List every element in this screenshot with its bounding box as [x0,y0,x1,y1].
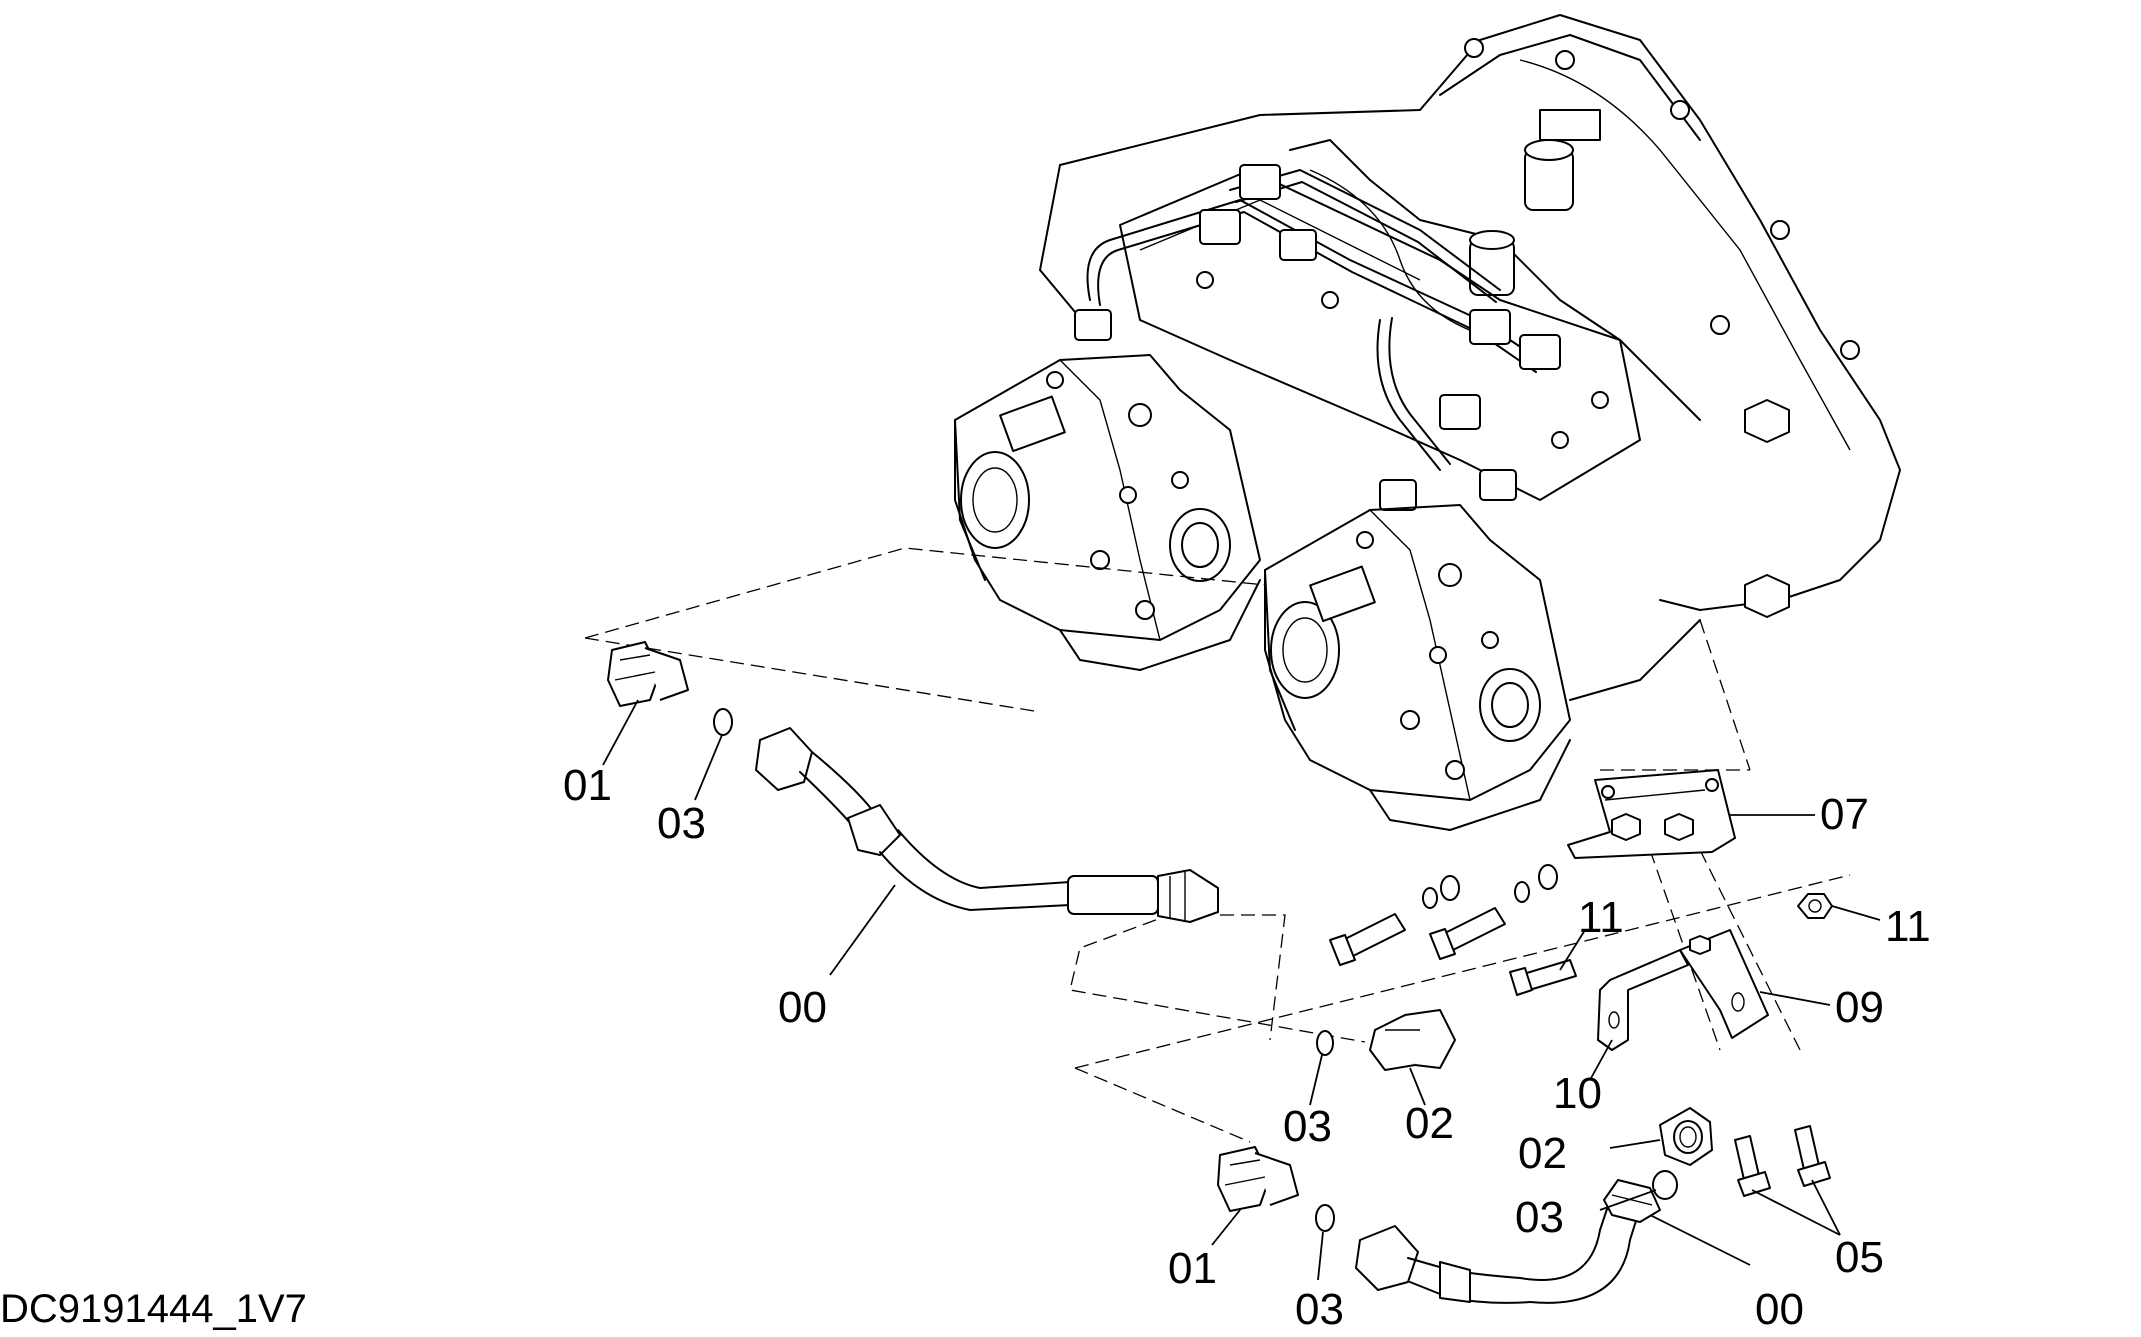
left-hose-00[interactable] [755,727,1219,923]
lower-hose-assembly [1217,1146,1661,1304]
label-bolt-11-upper: 11 [1578,893,1624,942]
label-left-fitting-01: 01 [563,761,612,810]
bolts-05[interactable] [1734,1125,1831,1197]
lower-oring-03[interactable] [1315,1204,1335,1232]
hydraulic-pump-assembly [954,14,1901,831]
lower-adapter-group [1652,1107,1831,1200]
assembly-phantom-lines [584,547,1851,1143]
middle-adapter-group [1316,1009,1456,1071]
part-labels: 01 03 00 07 11 11 09 10 03 02 02 03 05 0… [563,761,1931,1334]
left-fitting-01[interactable] [607,641,689,707]
label-lower-oring-03: 03 [1295,1285,1344,1334]
label-mid-oring-03: 03 [1283,1102,1332,1151]
label-lower-oring-03-right: 03 [1515,1193,1564,1242]
bracket-09[interactable] [1679,929,1769,1039]
bracket-09-10-assembly [1509,893,1833,1051]
bracket-10[interactable] [1597,949,1689,1051]
label-mid-adapter-02: 02 [1405,1099,1454,1148]
label-bolts-05: 05 [1835,1233,1884,1282]
bracket-07-assembly [1329,769,1736,966]
nut-11-right[interactable] [1797,893,1833,919]
label-bracket-07: 07 [1820,790,1869,839]
lower-oring-03-right[interactable] [1652,1170,1678,1200]
left-oring-03[interactable] [713,708,733,736]
label-bracket-09: 09 [1835,983,1884,1032]
mid-oring-03[interactable] [1316,1030,1334,1056]
label-lower-hose-00: 00 [1755,1285,1804,1334]
label-lower-adapter-02: 02 [1518,1129,1567,1178]
label-left-hose-00: 00 [778,983,827,1032]
label-nut-11-right: 11 [1885,902,1931,951]
leader-lines [602,699,1881,1281]
bolt-11-upper[interactable] [1509,959,1577,996]
lower-adapter-02[interactable] [1659,1107,1713,1166]
lower-fitting-01[interactable] [1217,1146,1299,1212]
mid-adapter-02[interactable] [1369,1009,1456,1071]
drawing-id: DC9191444_1V7 [0,1287,307,1331]
lower-hose-00[interactable] [1355,1179,1661,1304]
left-hose-assembly [607,641,1219,923]
label-left-oring-03: 03 [657,799,706,848]
label-lower-fitting-01: 01 [1168,1244,1217,1293]
label-bracket-10: 10 [1553,1069,1602,1118]
